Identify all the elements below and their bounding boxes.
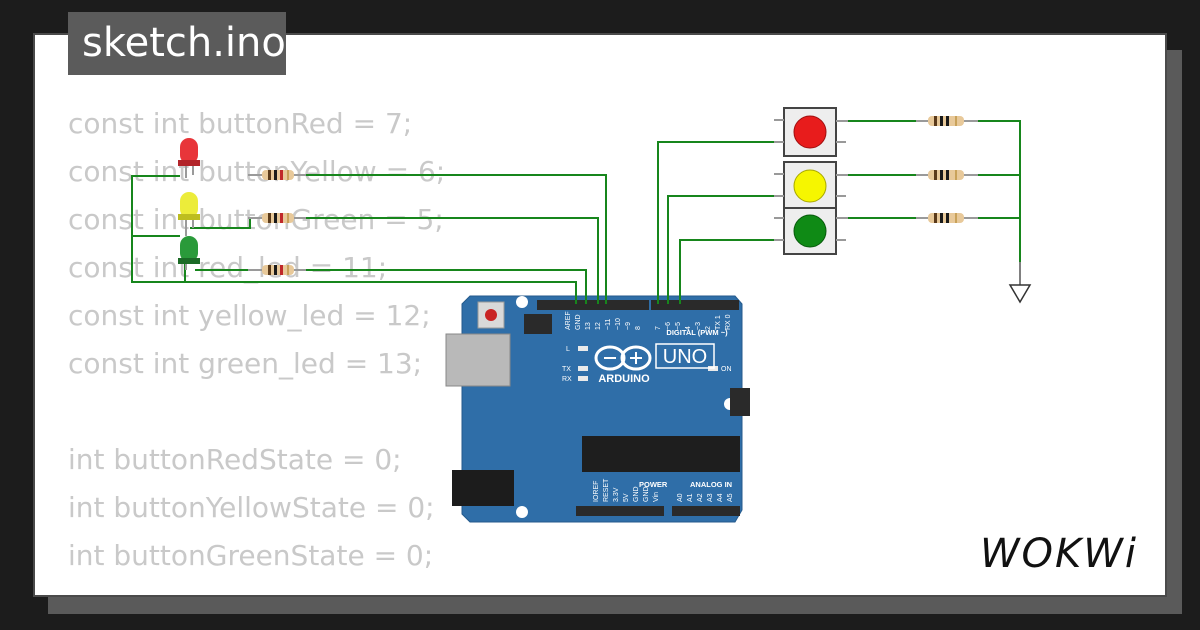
- pin-label: 12: [595, 322, 602, 330]
- mount-hole: [516, 296, 528, 308]
- pin-label: ~10: [615, 318, 622, 330]
- top-pin-labels: AREF GND 13 12 ~11 ~10 ~9 8 7 ~6 ~5 4 ~3…: [565, 311, 732, 330]
- code-line: const int buttonYellow = 6;: [68, 155, 446, 188]
- pin-label: GND: [643, 486, 650, 502]
- pin-label: RX 0: [725, 314, 732, 330]
- analog-label: ANALOG IN: [690, 480, 732, 489]
- pin-label: 13: [585, 322, 592, 330]
- red-button[interactable]: [774, 107, 848, 157]
- pin-label: Vin: [653, 492, 660, 502]
- wokwi-logo-text: WOKWi: [980, 531, 1138, 577]
- wokwi-logo[interactable]: WOKWi: [978, 525, 1150, 581]
- pin-label: A5: [727, 493, 734, 502]
- board-brand-label: ARDUINO: [598, 373, 650, 385]
- reset-button[interactable]: [477, 301, 505, 329]
- header-digital-right: [651, 300, 739, 310]
- pin-label: 8: [635, 326, 642, 330]
- tx-led-label: TX: [562, 366, 571, 373]
- arduino-uno-board[interactable]: UNO ARDUINO DIGITAL (PWM ~) L TX RX ON P…: [445, 295, 750, 523]
- ground-symbol: [1008, 262, 1032, 304]
- resistor: [248, 265, 306, 275]
- pin-label: ~9: [625, 322, 632, 330]
- pin-label: A2: [697, 493, 704, 502]
- button-resistors: [916, 116, 978, 223]
- sketch-filename[interactable]: sketch.ino: [68, 12, 286, 75]
- pin-label: A0: [677, 493, 684, 502]
- green-led[interactable]: [178, 236, 200, 270]
- header-analog: [672, 506, 740, 516]
- code-line: const int green_led = 13;: [68, 347, 423, 380]
- power-label: POWER: [639, 480, 668, 489]
- pin-label: ~11: [605, 319, 612, 330]
- arduino-infinity-logo: [594, 345, 652, 371]
- pin-label: AREF: [565, 311, 572, 330]
- code-line: const int red_led = 11;: [68, 251, 388, 284]
- pin-label: 4: [685, 326, 692, 330]
- pin-label: ~6: [665, 322, 672, 330]
- rx-led-label: RX: [562, 376, 572, 383]
- yellow-button[interactable]: [774, 161, 848, 211]
- pin-label: ~5: [675, 322, 682, 330]
- code-line: const int buttonRed = 7;: [68, 107, 413, 140]
- header-power: [576, 506, 664, 516]
- code-line: int buttonYellowState = 0;: [68, 491, 435, 524]
- digital-label: DIGITAL (PWM ~): [666, 328, 728, 337]
- pin-label: 2: [705, 326, 712, 330]
- resistor: [916, 213, 978, 223]
- reset-button-cap: [485, 309, 497, 321]
- pin-label: A4: [717, 493, 724, 502]
- code-line: int buttonGreenState = 0;: [68, 539, 434, 572]
- usb-port: [445, 333, 511, 387]
- pin-label: A3: [707, 493, 714, 502]
- red-led[interactable]: [178, 138, 200, 178]
- mount-hole: [516, 506, 528, 518]
- power-jack: [452, 470, 514, 506]
- bottom-pin-labels: IOREF RESET 3.3V 5V GND GND Vin A0 A1 A2…: [593, 478, 734, 502]
- icsp-header: [524, 314, 552, 334]
- code-line: const int yellow_led = 12;: [68, 299, 431, 332]
- on-led-label: ON: [721, 366, 732, 373]
- pin-label: TX 1: [715, 315, 722, 330]
- resistor: [916, 116, 978, 126]
- pin-label: A1: [687, 493, 694, 502]
- pin-label: ~3: [695, 322, 702, 330]
- resistor: [248, 170, 306, 180]
- header-digital-left: [537, 300, 649, 310]
- board-model-label: UNO: [663, 346, 707, 368]
- led-resistors: [248, 170, 306, 275]
- pin-label: IOREF: [593, 481, 600, 502]
- resistor: [248, 213, 306, 223]
- icsp-header-right: [730, 388, 750, 416]
- pin-label: RESET: [603, 478, 610, 502]
- yellow-led[interactable]: [178, 192, 200, 236]
- pin-label: GND: [575, 314, 582, 330]
- green-button[interactable]: [774, 207, 848, 255]
- code-line: int buttonRedState = 0;: [68, 443, 402, 476]
- resistor: [916, 170, 978, 180]
- pin-label: 7: [655, 326, 662, 330]
- pin-label: 3.3V: [613, 487, 620, 502]
- code-preview: const int buttonRed = 7; const int butto…: [68, 100, 445, 580]
- wires: [131, 120, 1021, 304]
- l-led-label: L: [566, 346, 570, 353]
- atmega-chip: [582, 436, 740, 472]
- pin-label: 5V: [623, 493, 630, 502]
- pin-label: GND: [633, 486, 640, 502]
